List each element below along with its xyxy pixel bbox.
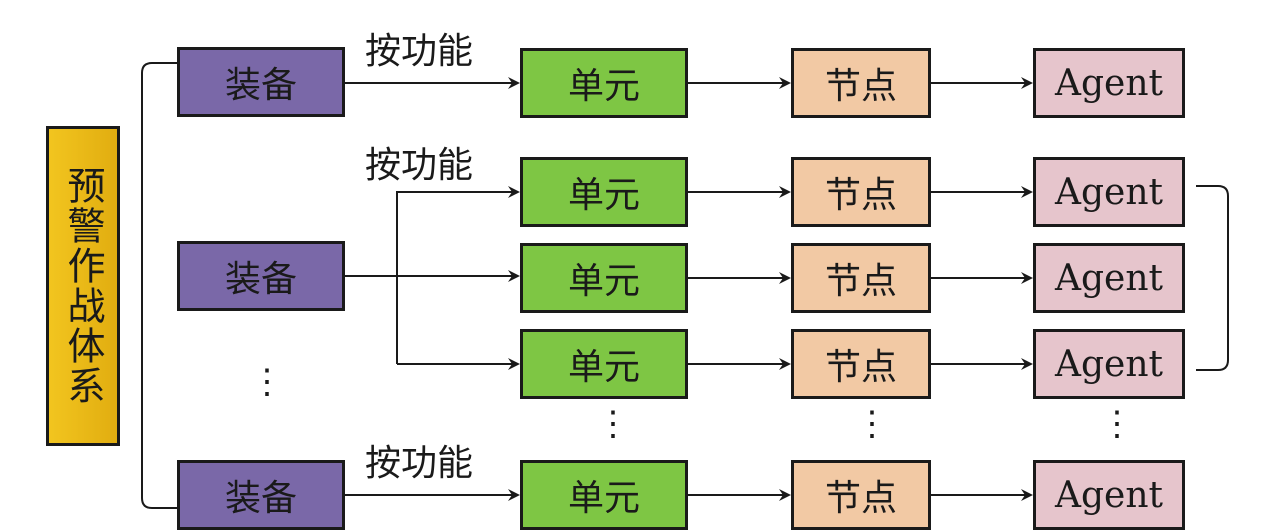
unit-box: 单元 — [520, 460, 688, 530]
ellipsis-equipment: ⋮ — [250, 362, 284, 402]
node-box: 节点 — [791, 48, 931, 118]
root-label: 预警作战体系 — [61, 166, 105, 406]
unit-label: 单元 — [567, 66, 640, 107]
root-box-warning-combat-system: 预警作战体系 — [46, 126, 120, 446]
equipment-bracket — [141, 62, 177, 509]
agent-box: Agent — [1033, 48, 1185, 118]
node-label: 节点 — [824, 66, 897, 107]
agent-label: Agent — [1055, 343, 1163, 385]
node-label: 节点 — [824, 261, 897, 302]
unit-label: 单元 — [567, 347, 640, 388]
equipment-box-3: 装备 — [177, 460, 345, 530]
node-label: 节点 — [824, 478, 897, 519]
equipment-box-2: 装备 — [177, 241, 345, 311]
unit-label: 单元 — [567, 261, 640, 302]
ellipsis-agent: ⋮ — [1100, 404, 1134, 444]
node-box: 节点 — [791, 329, 931, 399]
agent-box: Agent — [1033, 329, 1185, 399]
unit-box: 单元 — [520, 329, 688, 399]
agent-label: Agent — [1055, 171, 1163, 213]
agent-label: Agent — [1055, 62, 1163, 104]
equipment-label: 装备 — [224, 65, 297, 106]
function-label-3: 按功能 — [365, 443, 474, 484]
equipment-label: 装备 — [224, 478, 297, 519]
agent-box: Agent — [1033, 157, 1185, 227]
equipment-box-1: 装备 — [177, 47, 345, 117]
agent-bracket — [1196, 185, 1229, 371]
agent-label: Agent — [1055, 257, 1163, 299]
node-box: 节点 — [791, 460, 931, 530]
node-box: 节点 — [791, 243, 931, 313]
ellipsis-unit: ⋮ — [596, 404, 630, 444]
function-label-1: 按功能 — [365, 31, 474, 72]
unit-box: 单元 — [520, 243, 688, 313]
ellipsis-node: ⋮ — [855, 404, 889, 444]
unit-box: 单元 — [520, 48, 688, 118]
node-label: 节点 — [824, 175, 897, 216]
unit-label: 单元 — [567, 175, 640, 216]
equipment-label: 装备 — [224, 259, 297, 300]
node-label: 节点 — [824, 347, 897, 388]
node-box: 节点 — [791, 157, 931, 227]
agent-box: Agent — [1033, 460, 1185, 530]
unit-box: 单元 — [520, 157, 688, 227]
agent-box: Agent — [1033, 243, 1185, 313]
function-label-2: 按功能 — [365, 145, 474, 186]
unit-label: 单元 — [567, 478, 640, 519]
agent-label: Agent — [1055, 474, 1163, 516]
